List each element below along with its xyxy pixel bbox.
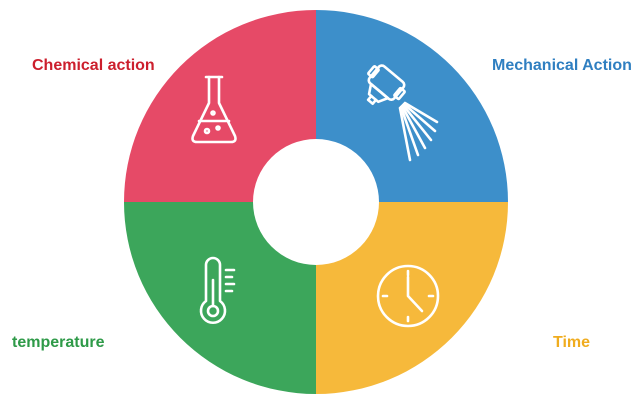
mechanical-action-label: Mechanical Action bbox=[492, 57, 632, 74]
thermometer-icon bbox=[199, 256, 236, 324]
time-segment bbox=[316, 202, 508, 394]
temperature-label: temperature bbox=[12, 334, 105, 351]
time-label: Time bbox=[553, 334, 591, 351]
spray-nozzle-icon bbox=[366, 64, 439, 162]
clock-icon bbox=[376, 264, 440, 328]
flask-icon bbox=[191, 75, 237, 144]
chemical-action-label: Chemical action bbox=[32, 57, 155, 74]
